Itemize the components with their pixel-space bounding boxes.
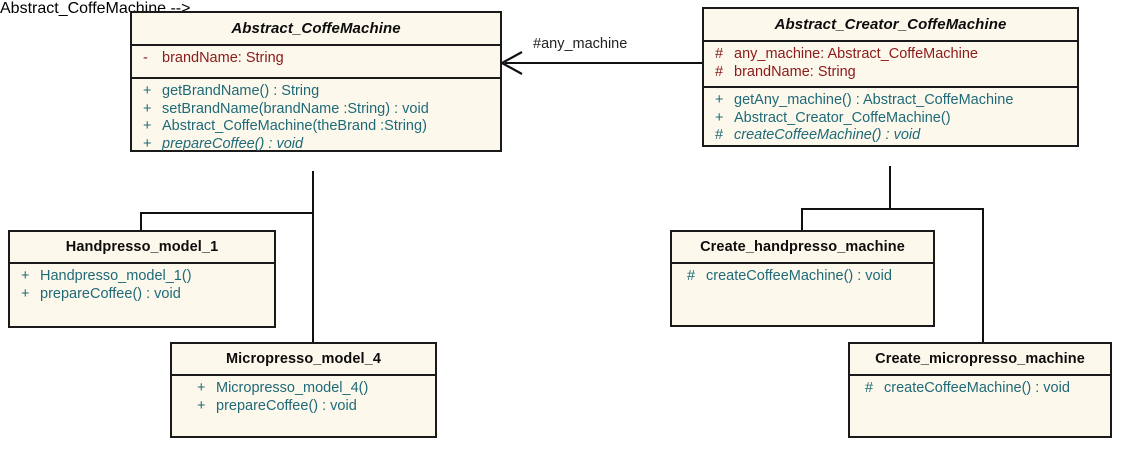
attribute-label: brandName: String bbox=[162, 50, 284, 66]
association-line-any-machine bbox=[505, 62, 703, 64]
operation-label: Abstract_CoffeMachine(theBrand :String) bbox=[162, 118, 427, 134]
operation-label: createCoffeeMachine() : void bbox=[734, 127, 921, 143]
visibility-marker: + bbox=[715, 109, 724, 126]
operation-row: # createCoffeeMachine() : void bbox=[680, 268, 929, 286]
generalization-drop-create-micropresso bbox=[982, 208, 984, 344]
generalization-stem-right bbox=[889, 166, 891, 210]
generalization-drop-handpresso bbox=[140, 212, 142, 232]
generalization-drop-micropresso bbox=[312, 212, 314, 344]
operation-row: + Abstract_CoffeMachine(theBrand :String… bbox=[136, 118, 496, 136]
attribute-label: brandName: String bbox=[734, 63, 856, 80]
operation-row: # createCoffeeMachine() : void bbox=[708, 127, 1073, 145]
class-box-abstract-creator-coffemachine[interactable]: Abstract_Creator_CoffeMachine # any_mach… bbox=[702, 7, 1079, 147]
operations-compartment-micropresso-model-4: + Micropresso_model_4() + prepareCoffee(… bbox=[172, 374, 435, 436]
operation-row: + getBrandName() : String bbox=[136, 83, 496, 101]
operations-compartment-handpresso-model-1: + Handpresso_model_1() + prepareCoffee()… bbox=[10, 262, 274, 326]
generalization-stem-left bbox=[312, 171, 314, 214]
visibility-marker: + bbox=[715, 92, 724, 108]
class-box-create-micropresso-machine[interactable]: Create_micropresso_machine # createCoffe… bbox=[848, 342, 1112, 438]
attribute-label: any_machine: Abstract_CoffeMachine bbox=[734, 46, 978, 62]
class-box-handpresso-model-1[interactable]: Handpresso_model_1 + Handpresso_model_1(… bbox=[8, 230, 276, 328]
operation-row: + Abstract_Creator_CoffeMachine() bbox=[708, 110, 1073, 128]
association-open-arrowhead bbox=[499, 51, 523, 75]
visibility-marker: # bbox=[715, 63, 724, 80]
visibility-marker: + bbox=[21, 285, 30, 302]
operation-row: + Micropresso_model_4() bbox=[190, 380, 431, 398]
operation-label: Micropresso_model_4() bbox=[216, 380, 369, 396]
visibility-marker: + bbox=[197, 397, 206, 414]
operation-row: + prepareCoffee() : void bbox=[190, 398, 431, 416]
operations-compartment-create-micropresso-machine: # createCoffeeMachine() : void bbox=[850, 374, 1110, 436]
visibility-marker: + bbox=[143, 135, 152, 152]
operation-row: # createCoffeeMachine() : void bbox=[858, 380, 1106, 398]
visibility-marker: - bbox=[143, 50, 148, 66]
operation-label: setBrandName(brandName :String) : void bbox=[162, 100, 429, 117]
operation-label: getAny_machine() : Abstract_CoffeMachine bbox=[734, 92, 1014, 108]
operations-compartment-create-handpresso-machine: # createCoffeeMachine() : void bbox=[672, 262, 933, 325]
visibility-marker: # bbox=[715, 46, 724, 62]
generalization-bus-left bbox=[140, 212, 314, 214]
operation-label: Handpresso_model_1() bbox=[40, 268, 192, 284]
visibility-marker: + bbox=[21, 268, 30, 284]
class-title-create-handpresso-machine: Create_handpresso_machine bbox=[700, 239, 905, 255]
operation-row: + prepareCoffee() : void bbox=[14, 286, 270, 304]
attributes-compartment-abstract-creator-coffemachine: # any_machine: Abstract_CoffeMachine # b… bbox=[704, 40, 1077, 86]
operation-label: prepareCoffee() : void bbox=[216, 397, 357, 414]
operation-row: + getAny_machine() : Abstract_CoffeMachi… bbox=[708, 92, 1073, 110]
class-title-handpresso-model-1: Handpresso_model_1 bbox=[65, 239, 219, 255]
class-title-micropresso-model-4: Micropresso_model_4 bbox=[225, 351, 381, 367]
attribute-row: # any_machine: Abstract_CoffeMachine bbox=[708, 46, 1073, 64]
operation-label: createCoffeeMachine() : void bbox=[884, 380, 1070, 396]
operations-compartment-abstract-coffemachine: + getBrandName() : String + setBrandName… bbox=[132, 77, 500, 158]
generalization-drop-create-handpresso bbox=[801, 208, 803, 232]
visibility-marker: + bbox=[143, 118, 152, 134]
visibility-marker: + bbox=[143, 100, 152, 117]
operation-label: Abstract_Creator_CoffeMachine() bbox=[734, 109, 951, 126]
visibility-marker: # bbox=[715, 127, 724, 143]
class-title-abstract-coffemachine: Abstract_CoffeMachine bbox=[231, 20, 401, 37]
operation-row: + prepareCoffee() : void bbox=[136, 136, 496, 154]
operations-compartment-abstract-creator-coffemachine: + getAny_machine() : Abstract_CoffeMachi… bbox=[704, 86, 1077, 150]
operation-row: + setBrandName(brandName :String) : void bbox=[136, 101, 496, 119]
operation-label: createCoffeeMachine() : void bbox=[706, 268, 892, 284]
generalization-bus-right bbox=[801, 208, 984, 210]
class-title-abstract-creator-coffemachine: Abstract_Creator_CoffeMachine bbox=[774, 16, 1007, 33]
attributes-compartment-abstract-coffemachine: - brandName: String bbox=[132, 44, 500, 77]
association-label-any-machine: #any_machine bbox=[533, 36, 628, 52]
visibility-marker: + bbox=[143, 83, 152, 99]
operation-label: getBrandName() : String bbox=[162, 83, 320, 99]
operation-label: prepareCoffee() : void bbox=[162, 135, 304, 152]
class-title-create-micropresso-machine: Create_micropresso_machine bbox=[875, 351, 1085, 367]
class-box-create-handpresso-machine[interactable]: Create_handpresso_machine # createCoffee… bbox=[670, 230, 935, 327]
visibility-marker: # bbox=[865, 380, 874, 396]
visibility-marker: + bbox=[197, 380, 206, 396]
class-box-abstract-coffemachine[interactable]: Abstract_CoffeMachine - brandName: Strin… bbox=[130, 11, 502, 152]
attribute-row: # brandName: String bbox=[708, 64, 1073, 82]
class-box-micropresso-model-4[interactable]: Micropresso_model_4 + Micropresso_model_… bbox=[170, 342, 437, 438]
attribute-row: - brandName: String bbox=[136, 50, 496, 68]
operation-label: prepareCoffee() : void bbox=[40, 285, 181, 302]
visibility-marker: # bbox=[687, 268, 696, 284]
operation-row: + Handpresso_model_1() bbox=[14, 268, 270, 286]
